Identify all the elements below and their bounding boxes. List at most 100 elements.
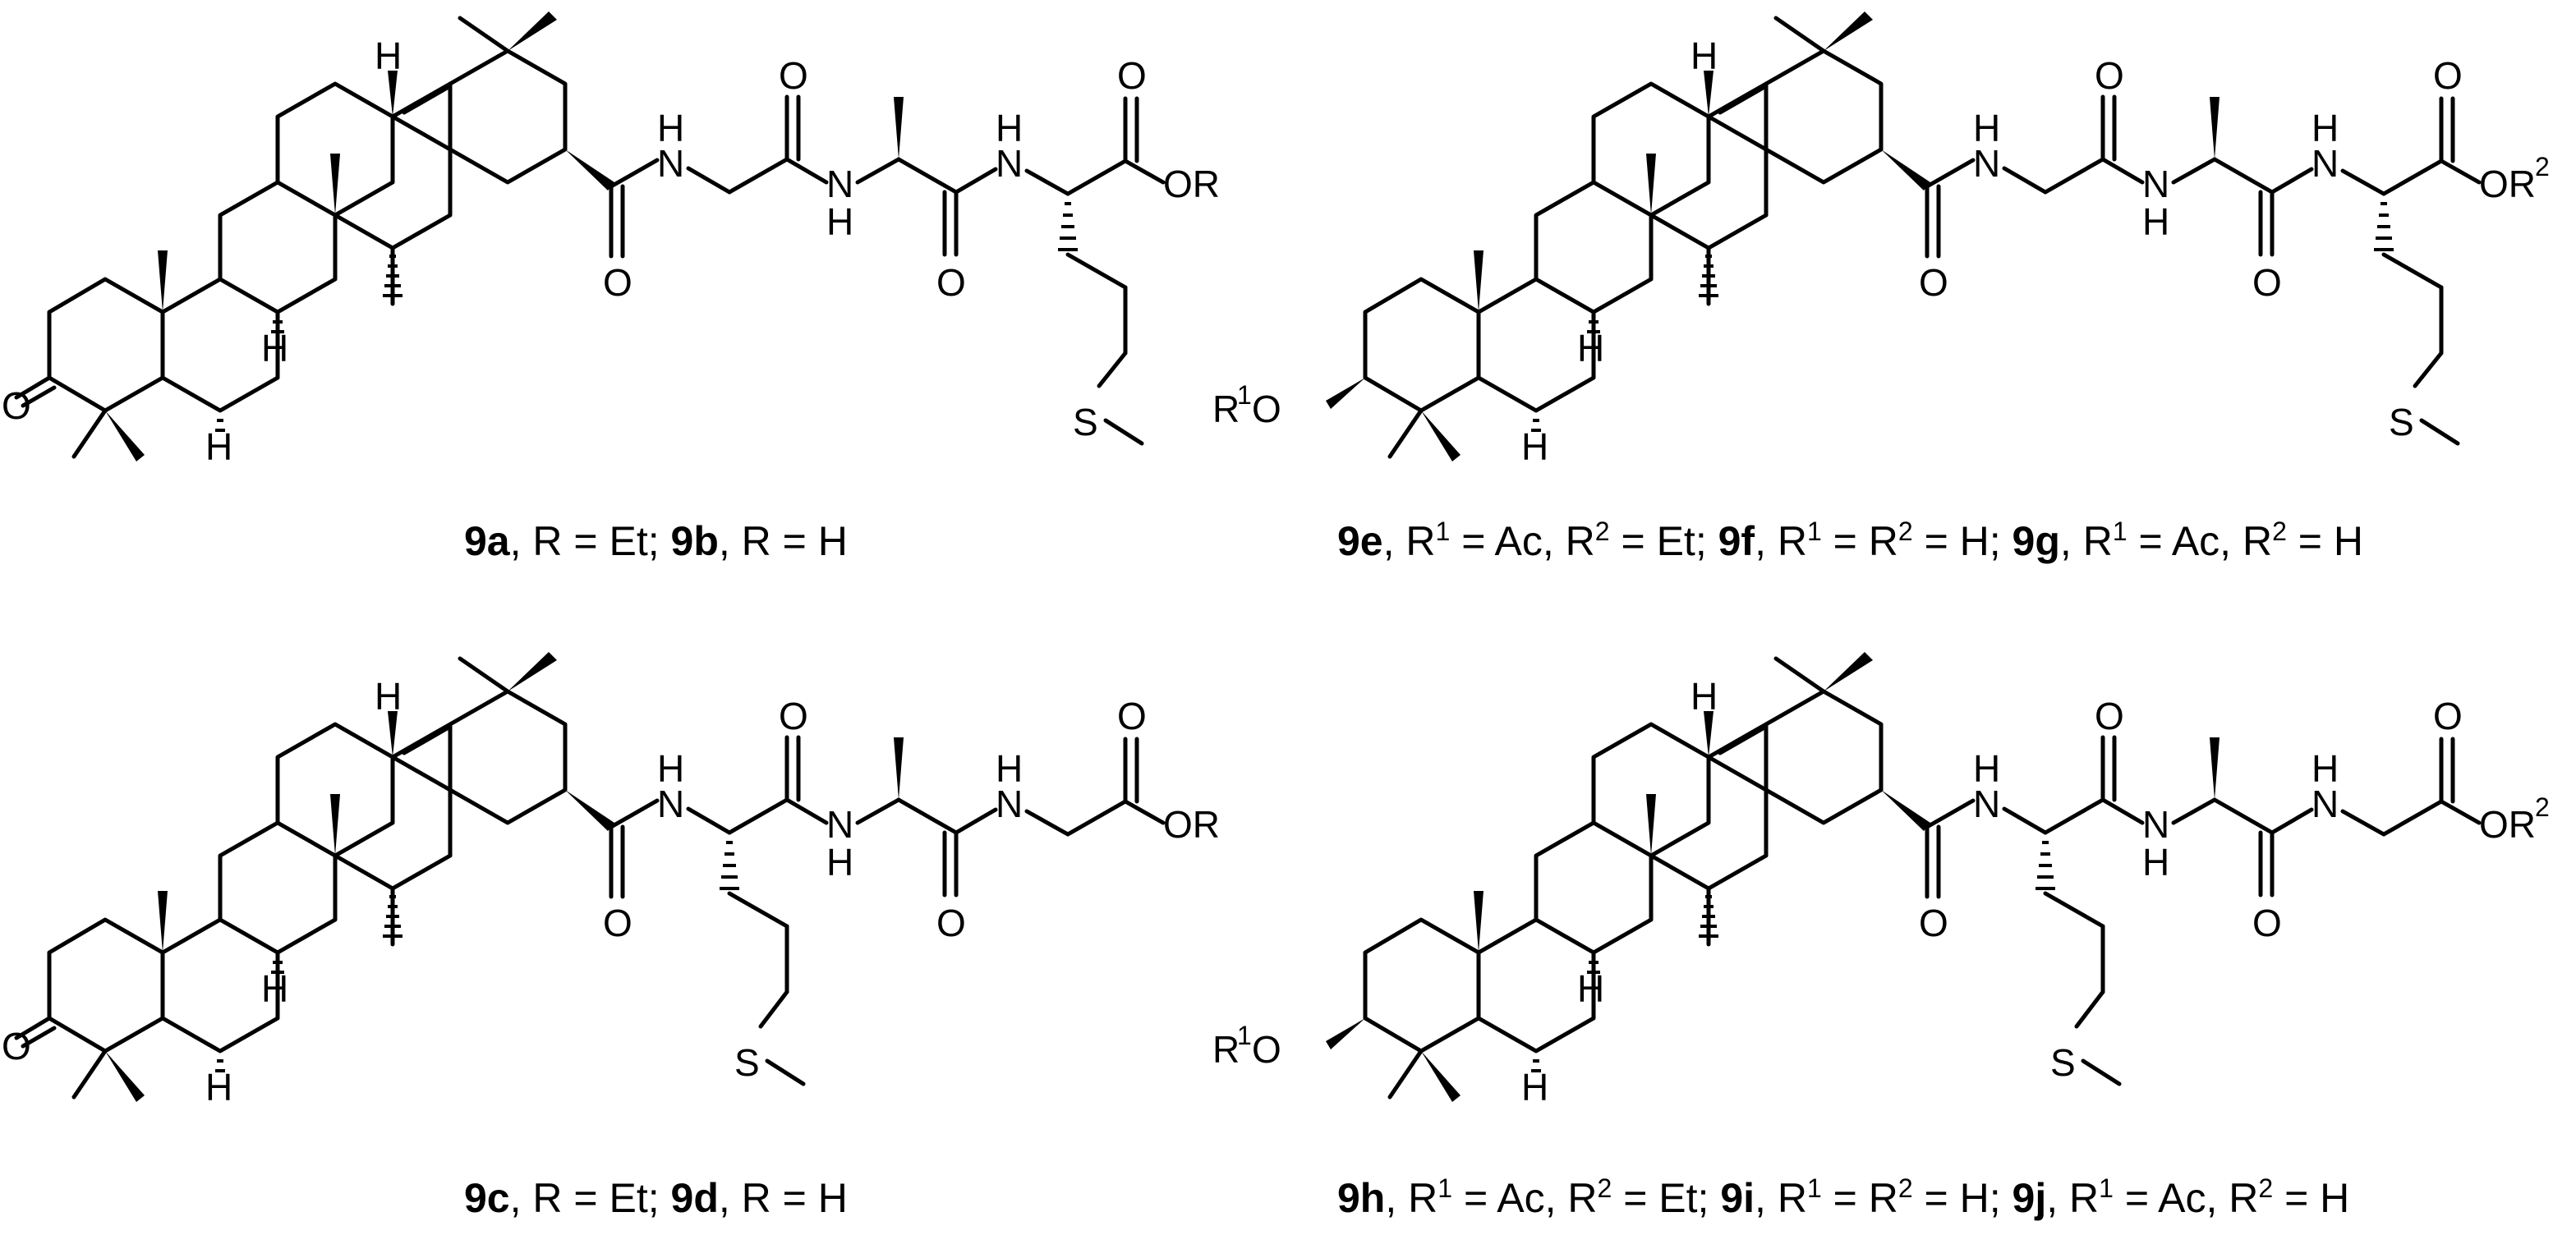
caption-9e-9g-12: 9g	[2012, 518, 2060, 564]
h9-label: H	[261, 327, 288, 370]
caption-9h-9j-4: 2	[1598, 1173, 1612, 1203]
gly-carbonyl-o: O	[2095, 54, 2124, 97]
caption-9e-9g-11: = H;	[1913, 518, 2012, 564]
ester-or2-base: OR	[2479, 163, 2536, 205]
gly-carbonyl-o: O	[779, 54, 808, 97]
caption-9e-9g-1: , R	[1383, 518, 1436, 564]
h9-label: H	[1577, 327, 1604, 370]
h5-label: H	[205, 1066, 232, 1109]
caption-9a-9b-3: , R = H	[719, 518, 848, 564]
nh-met-n: N	[1973, 783, 2000, 825]
caption-9h-9j-0: 9h	[1337, 1175, 1385, 1221]
caption-9h-9j-16: 2	[2258, 1173, 2273, 1203]
caption-9h-9j-5: = Et;	[1612, 1175, 1720, 1221]
caption-9e-9g-3: = Ac, R	[1450, 518, 1594, 564]
r1-r: R	[1212, 1028, 1240, 1071]
compound-9c-9d: O H H H O N H S O N H	[2, 652, 1220, 1109]
r1-r: R	[1212, 388, 1240, 430]
nh-met-h: H	[657, 747, 684, 790]
caption-9c-9d: 9c, R = Et; 9d, R = H	[464, 1175, 848, 1221]
nh-ala-n: N	[2142, 163, 2169, 205]
caption-9e-9g-4: 2	[1595, 516, 1610, 546]
caption-9h-9j-13: , R	[2046, 1175, 2099, 1221]
caption-9e-9g-15: = Ac, R	[2128, 518, 2272, 564]
ester-carbonyl-o: O	[2433, 695, 2463, 737]
amide-oxygen-1: O	[1919, 902, 1948, 944]
caption-9h-9j-2: 1	[1438, 1173, 1452, 1203]
caption-9e-9g-16: 2	[2272, 516, 2287, 546]
amide-oxygen-1: O	[603, 902, 632, 944]
caption-9c-9d-0: 9c	[464, 1175, 510, 1221]
h9-label: H	[261, 967, 288, 1010]
h18-label: H	[375, 675, 402, 718]
nh-ala-n: N	[826, 803, 853, 846]
caption-9a-9b-1: , R = Et;	[510, 518, 671, 564]
caption-9e-9g-5: = Et;	[1610, 518, 1718, 564]
h18-label: H	[375, 34, 402, 77]
met-sulfur: S	[734, 1041, 760, 1084]
nh-ala-h: H	[2142, 200, 2169, 243]
nh-gly-h: H	[2312, 747, 2339, 790]
h5-label: H	[205, 425, 232, 468]
caption-9c-9d-1: , R = Et;	[510, 1175, 671, 1221]
caption-9h-9j-14: 1	[2099, 1173, 2114, 1203]
caption-9h-9j-3: = Ac, R	[1452, 1175, 1597, 1221]
met-sulfur: S	[2050, 1041, 2076, 1084]
amide-oxygen-1: O	[603, 261, 632, 304]
ester-or: OR	[1163, 163, 1220, 205]
caption-9a-9b-2: 9b	[671, 518, 719, 564]
caption-9h-9j-15: = Ac, R	[2114, 1175, 2258, 1221]
nh-gly-h: H	[996, 747, 1023, 790]
ester-or: OR	[1163, 803, 1220, 846]
caption-9h-9j-6: 9i	[1720, 1175, 1755, 1221]
met-sulfur: S	[2389, 401, 2414, 443]
caption-9h-9j-9: = R	[1822, 1175, 1898, 1221]
r1-oxygen: O	[1252, 1028, 1281, 1071]
compound-9a-9b: O H H H O N H O N H O N H O OR	[2, 11, 1220, 468]
nh-ala-h: H	[2142, 841, 2169, 884]
ester-or2-sup: 2	[2535, 152, 2550, 181]
caption-9e-9g-10: 2	[1898, 516, 1913, 546]
caption-9h-9j-11: = H;	[1913, 1175, 2012, 1221]
caption-9a-9b: 9a, R = Et; 9b, R = H	[464, 518, 848, 564]
caption-9e-9g-13: , R	[2060, 518, 2113, 564]
caption-9h-9j-7: , R	[1755, 1175, 1807, 1221]
nh-met-h: H	[996, 107, 1023, 149]
caption-9c-9d-3: , R = H	[719, 1175, 848, 1221]
ketone-oxygen: O	[2, 384, 31, 427]
r1-oxygen: O	[1252, 388, 1281, 430]
nh-gly-h: H	[657, 107, 684, 149]
r1-superscript: 1	[1237, 1021, 1252, 1050]
nh-gly-n: N	[996, 783, 1023, 825]
caption-9e-9g: 9e, R1 = Ac, R2 = Et; 9f, R1 = R2 = H; 9…	[1337, 516, 2363, 564]
nh-met-n: N	[2312, 142, 2339, 185]
ester-carbonyl-o: O	[2433, 54, 2463, 97]
met-carbonyl-o: O	[2095, 695, 2124, 737]
nh-met-n: N	[996, 142, 1023, 185]
h5-label: H	[1521, 425, 1548, 468]
ala-carbonyl-o: O	[936, 902, 966, 944]
h18-label: H	[1690, 34, 1718, 77]
ester-or2-base: OR	[2479, 803, 2536, 846]
nh-ala-h: H	[826, 200, 853, 243]
caption-9c-9d-2: 9d	[671, 1175, 719, 1221]
ketone-oxygen: O	[2, 1025, 31, 1067]
h5-label: H	[1521, 1066, 1548, 1109]
ala-carbonyl-o: O	[2252, 261, 2282, 304]
nh-ala-n: N	[826, 163, 853, 205]
caption-9e-9g-6: 9f	[1718, 518, 1755, 564]
nh-ala-h: H	[826, 841, 853, 884]
ala-carbonyl-o: O	[936, 261, 966, 304]
met-carbonyl-o: O	[779, 695, 808, 737]
caption-9e-9g-9: = R	[1822, 518, 1898, 564]
nh-gly-n: N	[657, 142, 684, 185]
caption-9h-9j: 9h, R1 = Ac, R2 = Et; 9i, R1 = R2 = H; 9…	[1337, 1173, 2349, 1221]
h9-label: H	[1577, 967, 1604, 1010]
caption-9h-9j-12: 9j	[2012, 1175, 2047, 1221]
ester-carbonyl-o: O	[1117, 54, 1147, 97]
nh-gly-n: N	[1973, 142, 2000, 185]
caption-9e-9g-14: 1	[2113, 516, 2128, 546]
nh-met-h: H	[1973, 747, 2000, 790]
caption-9a-9b-0: 9a	[464, 518, 511, 564]
